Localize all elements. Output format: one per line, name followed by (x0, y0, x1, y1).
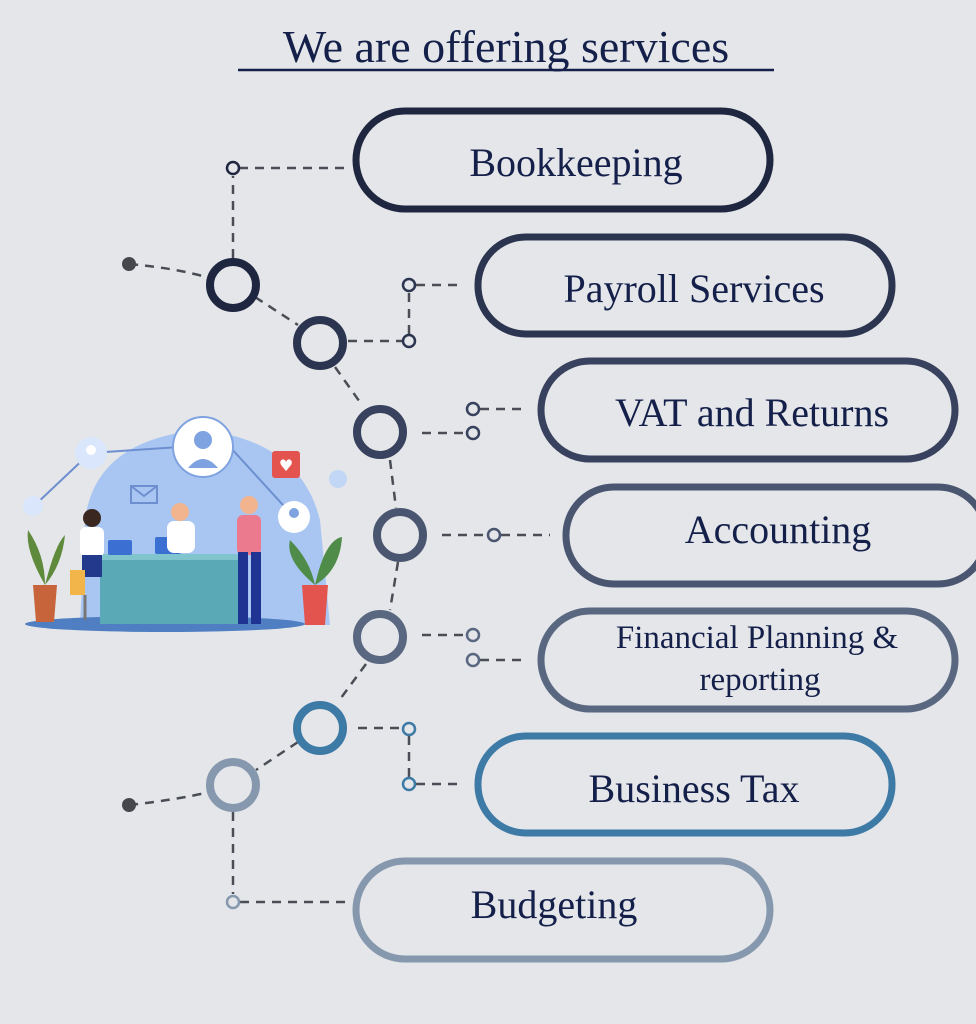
service-business-tax: Business Tax (474, 732, 896, 837)
service-label-line1: Financial Planning & (616, 620, 899, 656)
mail-icon (130, 485, 158, 504)
service-label: Payroll Services (563, 266, 824, 311)
timeline-spine (122, 257, 400, 812)
node-vat (353, 405, 407, 459)
node-bookkeeping (206, 258, 260, 312)
service-payroll: Payroll Services (474, 233, 896, 338)
service-label: Budgeting (471, 882, 638, 927)
profile-icon (23, 496, 43, 516)
timeline-nodes (206, 258, 427, 812)
node-payroll (293, 316, 347, 370)
service-label: VAT and Returns (615, 390, 889, 435)
laptop (108, 540, 132, 555)
node-financial (353, 610, 407, 664)
node-accounting (373, 508, 427, 562)
service-financial-planning: Financial Planning & reporting (537, 607, 959, 713)
service-label: Bookkeeping (469, 140, 682, 185)
desk (100, 556, 240, 624)
heart-notification-icon (272, 451, 300, 478)
service-accounting: Accounting (562, 483, 976, 588)
svg-text:♥: ♥ (279, 456, 293, 475)
office-team-illustration: ♥ (23, 416, 347, 632)
service-budgeting: Budgeting (352, 857, 774, 963)
service-label: Business Tax (589, 766, 800, 811)
start-dot (122, 257, 136, 271)
node-budgeting (206, 758, 260, 812)
branch-connectors (225, 160, 550, 910)
page-title: We are offering services (283, 21, 729, 72)
service-vat: VAT and Returns (537, 357, 959, 463)
service-label-line2: reporting (700, 662, 821, 698)
end-dot (122, 798, 136, 812)
service-label: Accounting (685, 507, 872, 552)
node-business-tax (293, 701, 347, 755)
service-bookkeeping: Bookkeeping (352, 107, 774, 213)
